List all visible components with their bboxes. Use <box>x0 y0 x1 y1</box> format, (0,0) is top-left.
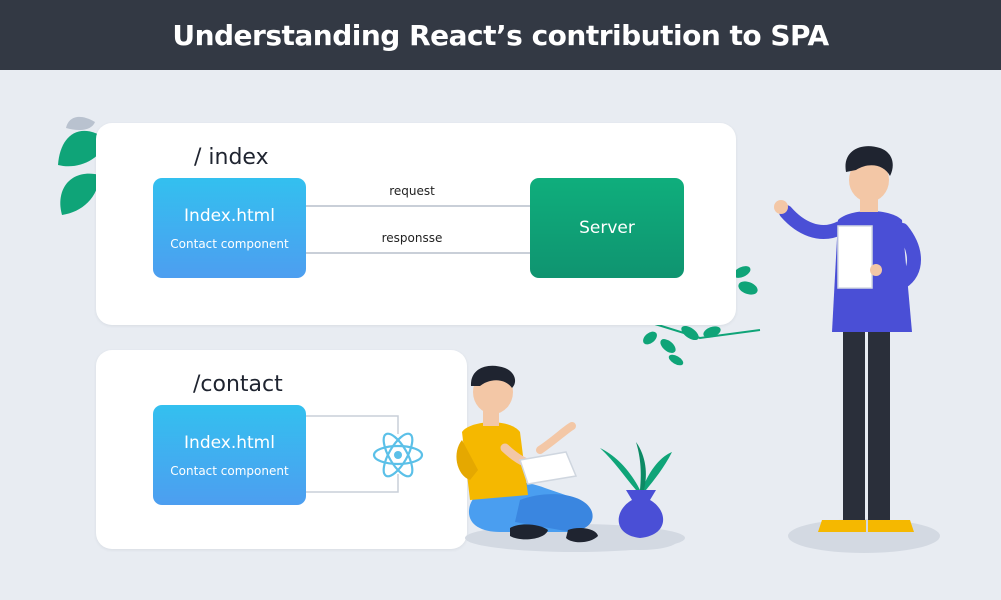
page-box-title: Index.html <box>184 205 275 226</box>
response-connector <box>306 252 530 254</box>
leaf-cluster-top-left-icon <box>58 116 108 215</box>
request-connector <box>306 205 530 207</box>
index-html-box: Index.html Contact component <box>153 178 306 278</box>
standing-person-illustration <box>774 146 940 553</box>
contact-route-panel: /contact Index.html Contact component <box>96 350 467 549</box>
index-route-panel: / index Index.html Contact component req… <box>96 123 736 325</box>
route-label-contact: /contact <box>193 372 283 397</box>
page-box-title: Index.html <box>184 432 275 453</box>
request-label: request <box>389 184 435 198</box>
response-label: responsse <box>381 231 443 245</box>
diagram-title-text: Understanding React’s contribution to SP… <box>172 18 829 52</box>
react-logo-icon <box>372 432 424 478</box>
page-box-subtitle: Contact component <box>170 463 289 478</box>
server-label: Server <box>579 218 635 238</box>
react-loop-connector <box>306 415 399 493</box>
sitting-person-illustration <box>456 365 685 552</box>
potted-plant-illustration <box>600 442 678 550</box>
contact-index-html-box: Index.html Contact component <box>153 405 306 505</box>
server-box: Server <box>530 178 684 278</box>
diagram-title: Understanding React’s contribution to SP… <box>0 0 1001 70</box>
leaf-sprig-icon <box>641 266 761 366</box>
page-box-subtitle: Contact component <box>170 236 289 251</box>
route-label-index: / index <box>194 145 269 170</box>
